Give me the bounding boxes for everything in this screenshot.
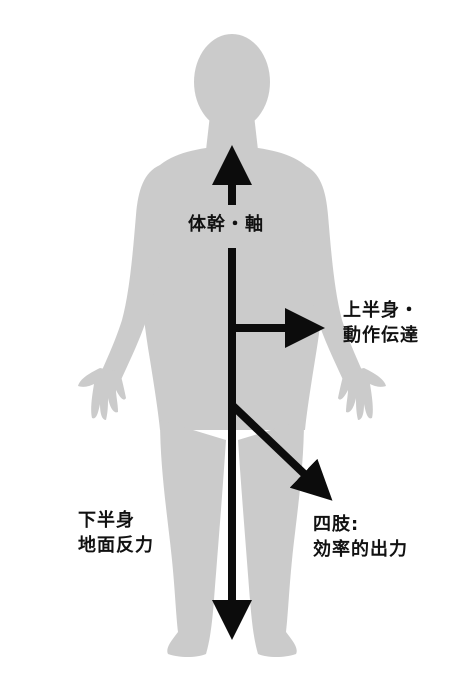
right-hand-shape: [338, 368, 386, 420]
right-leg-shape: [238, 420, 304, 657]
left-hand-shape: [78, 368, 126, 420]
head-shape: [194, 34, 270, 130]
upper-body-label: 上半身・ 動作伝達: [343, 298, 419, 348]
upper-label-line2: 動作伝達: [343, 325, 419, 346]
upper-label-line1: 上半身・: [343, 300, 419, 321]
lower-body-label: 下半身 地面反力: [78, 508, 154, 558]
limbs-label-line2: 効率的出力: [313, 539, 408, 560]
core-label-text: 体幹・軸: [188, 214, 264, 235]
lower-label-line1: 下半身: [78, 510, 135, 531]
left-leg-shape: [160, 420, 226, 657]
left-arm-shape: [100, 165, 162, 382]
limbs-arrow: [229, 402, 333, 501]
limbs-label-line1: 四肢:: [313, 514, 360, 535]
limbs-label: 四肢: 効率的出力: [313, 512, 408, 562]
right-arm-shape: [302, 165, 364, 382]
force-arrows: [212, 145, 333, 640]
neck-shape: [206, 115, 258, 150]
core-axis-label: 体幹・軸: [188, 212, 264, 237]
lower-label-line2: 地面反力: [78, 535, 154, 556]
